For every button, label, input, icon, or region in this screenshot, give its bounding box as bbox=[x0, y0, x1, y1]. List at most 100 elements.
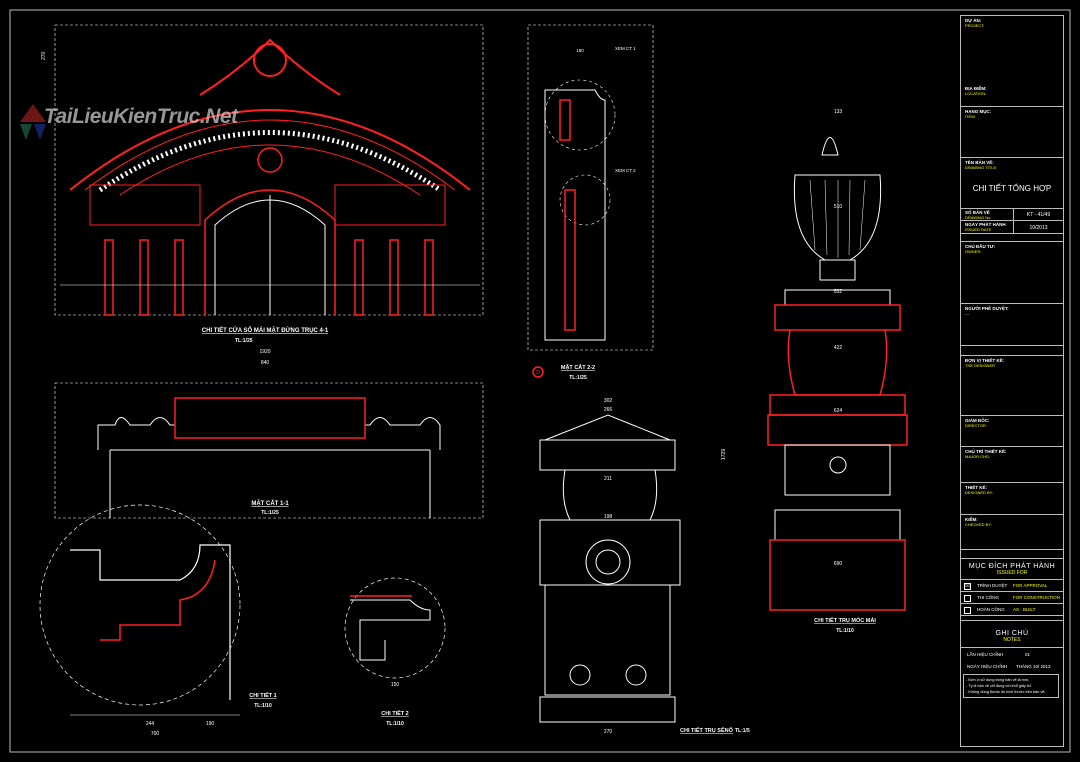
dim-label: 302 bbox=[604, 398, 613, 404]
watermark-text: TaiLieuKienTruc.Net bbox=[44, 105, 238, 128]
approver-cell: NGƯỜI PHÊ DUYỆT: --- bbox=[961, 303, 1063, 345]
elevation-drawing bbox=[54, 24, 484, 316]
director-label: GIÁM ĐỐC: bbox=[965, 418, 990, 423]
elevation-title: CHI TIẾT CỬA SỔ MÁI MẶT ĐỨNG TRỤC 4-1 bbox=[202, 327, 329, 334]
drawing-no-value: KT - 41/49 bbox=[1014, 208, 1063, 220]
watermark-logo-icon bbox=[20, 104, 46, 140]
checked-sub: CHECKED BY: bbox=[965, 522, 992, 527]
spacer bbox=[961, 345, 1063, 355]
director-sub: DIRECTOR: bbox=[965, 423, 987, 428]
design-sub: DESIGNED BY: bbox=[965, 490, 994, 495]
gutter-pillar-title: CHI TIẾT TRỤ SÊNÔ bbox=[680, 726, 734, 734]
option-label: TRÌNH DUYỆT bbox=[977, 583, 1008, 588]
issue-date-value: 10/2013 bbox=[1014, 220, 1063, 233]
owner-cell: CHỦ ĐẦU TƯ: OWNER: bbox=[961, 241, 1063, 303]
dim-label: 1920 bbox=[259, 349, 270, 355]
dim-label: 190 bbox=[206, 721, 215, 727]
item-label: HẠNG MỤC: bbox=[965, 109, 992, 114]
design-cell: THIẾT KẾ: DESIGNED BY: bbox=[961, 482, 1063, 514]
issued-for-option-as-built[interactable]: HOÀN CÔNG AS - BUILT bbox=[961, 603, 1063, 616]
issue-date-label: NGÀY PHÁT HÀNH bbox=[965, 222, 1006, 227]
location-label: ĐỊA ĐIỂM: bbox=[965, 86, 987, 91]
notes-sub: NOTES bbox=[1003, 637, 1021, 643]
callout-label: XEM CT 1 bbox=[615, 46, 636, 51]
chief-designer-sub: MAJOR CHG. bbox=[965, 454, 991, 459]
director-cell: GIÁM ĐỐC: DIRECTOR: bbox=[961, 415, 1063, 446]
issued-for-option-construction[interactable]: THI CÔNG FOR CONSTRUCTION bbox=[961, 591, 1063, 604]
gutter-pillar-scale: TL:1/5 bbox=[735, 728, 750, 734]
detail-2-scale: TL:1/10 bbox=[386, 721, 404, 727]
section-1-1-scale: TL:1/25 bbox=[261, 510, 279, 516]
dim-label: 532 bbox=[834, 289, 843, 295]
issued-for-title: MỤC ĐÍCH PHÁT HÀNH bbox=[968, 563, 1056, 570]
option-en: FOR APPROVAL bbox=[1013, 583, 1048, 588]
spacer bbox=[961, 233, 1063, 241]
revision-value: 01 bbox=[1025, 652, 1031, 657]
owner-label: CHỦ ĐẦU TƯ: bbox=[965, 244, 995, 249]
approver-sub: --- bbox=[965, 311, 969, 316]
drawing-no-sub: DRAWING No. bbox=[965, 215, 992, 220]
title-block: DỰ ÁN: PROJECT: ĐỊA ĐIỂM: LOCATION: HẠNG… bbox=[960, 15, 1064, 747]
dim-label: 690 bbox=[834, 561, 843, 567]
checked-cell: KIỂM: CHECKED BY: bbox=[961, 514, 1063, 549]
notes-body: LẦN HIỆU CHỈNH 01 NGÀY HIỆU CHỈNH THÁNG … bbox=[961, 647, 1063, 747]
option-label: THI CÔNG bbox=[977, 595, 999, 600]
dim-label: 266 bbox=[604, 407, 613, 413]
design-label: THIẾT KẾ: bbox=[965, 485, 987, 490]
detail-1-title: CHI TIẾT 1 bbox=[249, 692, 277, 699]
dim-label: 624 bbox=[834, 408, 843, 414]
dim-label: 422 bbox=[834, 345, 843, 351]
dim-label: 198 bbox=[604, 514, 613, 520]
issue-date-cell: NGÀY PHÁT HÀNH ISSUED DATE bbox=[961, 220, 1014, 233]
issued-for-option-approval[interactable]: ☒ TRÌNH DUYỆT FOR APPROVAL bbox=[961, 579, 1063, 592]
dim-label: 840 bbox=[261, 360, 270, 366]
drawing-title-value: CHI TIẾT TỔNG HỢP bbox=[972, 184, 1052, 193]
note-line: - Đơn vị sử dụng trong bản vẽ là mm. bbox=[966, 678, 1030, 682]
project-sub: PROJECT: bbox=[965, 23, 985, 28]
drawing-title-label: TÊN BẢN VẼ: bbox=[965, 160, 994, 165]
issue-date-sub: ISSUED DATE bbox=[965, 227, 992, 232]
dim-label: 700 bbox=[151, 731, 160, 737]
drawing-no-cell: SỐ BẢN VẼ DRAWING No. bbox=[961, 208, 1014, 220]
dim-label: 270 bbox=[41, 51, 47, 60]
section-1-1-title: MẶT CẮT 1-1 bbox=[251, 499, 289, 507]
approver-label: NGƯỜI PHÊ DUYỆT: bbox=[965, 306, 1009, 311]
drawing-title-sub: DRAWING TITLE: bbox=[965, 165, 998, 170]
location-sub: LOCATION: bbox=[965, 91, 987, 96]
checkbox-icon[interactable] bbox=[964, 607, 971, 614]
drawing-no-label: SỐ BẢN VẼ bbox=[965, 210, 990, 215]
section-2-2-scale: TL:1/25 bbox=[569, 375, 587, 381]
dim-label: 133 bbox=[834, 109, 843, 115]
issued-for-sub: ISSUED FOR bbox=[996, 570, 1028, 576]
notes-box: - Đơn vị sử dụng trong bản vẽ là mm. - T… bbox=[963, 674, 1059, 698]
revision-date-label: NGÀY HIỆU CHỈNH bbox=[967, 664, 1008, 669]
section-2-2-title: MẶT CẮT 2-2 bbox=[561, 363, 595, 371]
detail-1-drawing bbox=[39, 504, 241, 716]
project-label: DỰ ÁN: bbox=[965, 18, 982, 23]
chief-designer-cell: CHỦ TRÌ THIẾT KẾ: MAJOR CHG. bbox=[961, 446, 1063, 482]
dim-label: 180 bbox=[576, 48, 584, 53]
checked-label: KIỂM: bbox=[965, 517, 978, 522]
option-en: AS - BUILT bbox=[1013, 607, 1036, 612]
revision-label: LẦN HIỆU CHỈNH bbox=[967, 652, 1004, 657]
project-cell: DỰ ÁN: PROJECT: bbox=[961, 16, 1063, 86]
detail-1-scale: TL:1/10 bbox=[254, 703, 272, 709]
checkbox-checked-icon[interactable]: ☒ bbox=[964, 583, 971, 590]
designer-unit-cell: ĐƠN VỊ THIẾT KẾ: THE DESIGNER bbox=[961, 355, 1063, 415]
option-label: HOÀN CÔNG bbox=[977, 607, 1005, 612]
dim-label: 270 bbox=[604, 729, 613, 735]
notes-title: GHI CHÚ bbox=[995, 630, 1029, 637]
callout-label: XEM CT 2 bbox=[615, 168, 636, 173]
corner-pillar-scale: TL:1/10 bbox=[836, 628, 854, 634]
spacer bbox=[961, 549, 1063, 558]
designer-unit-sub: THE DESIGNER bbox=[965, 363, 996, 368]
elevation-scale: TL:1/25 bbox=[235, 338, 253, 344]
location-cell: ĐỊA ĐIỂM: LOCATION: bbox=[961, 84, 1063, 106]
dim-label: 1729 bbox=[721, 449, 727, 460]
corner-pillar-title: CHI TIẾT TRỤ MÓC MÁI bbox=[814, 616, 876, 624]
section-1-1-drawing bbox=[54, 382, 484, 519]
checkbox-icon[interactable] bbox=[964, 595, 971, 602]
drawing-title-cell: TÊN BẢN VẼ: DRAWING TITLE: CHI TIẾT TỔNG… bbox=[961, 157, 1063, 208]
dim-label: 510 bbox=[834, 204, 843, 210]
